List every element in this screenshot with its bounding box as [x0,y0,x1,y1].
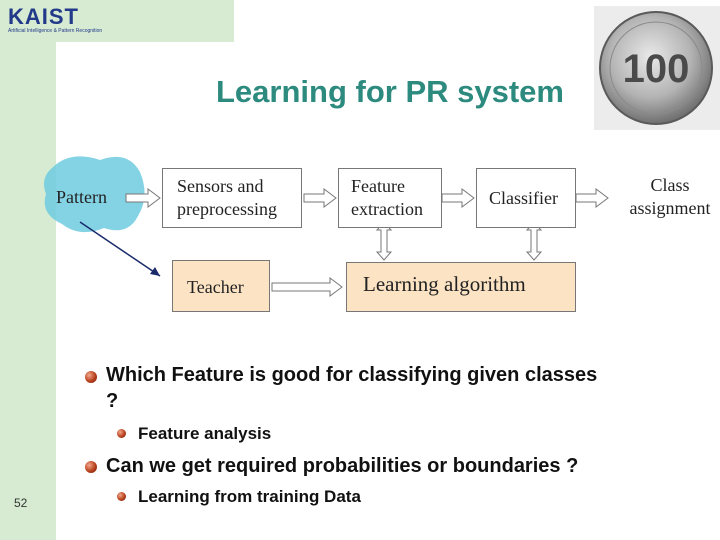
kaist-logo: KAIST Artificial Intelligence & Pattern … [8,4,103,38]
left-accent-bar [0,0,56,540]
sub-bullet-icon [117,429,126,438]
bullet-1-line-2: ? [106,390,119,412]
learning-box: Learning algorithm [346,262,576,312]
feature-line-2: extraction [351,199,423,219]
sub-bullet-icon [117,492,126,501]
pattern-label: Pattern [56,187,107,207]
svg-text:100: 100 [623,47,690,91]
pattern-blob [44,156,145,233]
bullet-1-text: Which Feature is good for classifying gi… [106,362,706,414]
classifier-box: Classifier [476,168,576,228]
teacher-label: Teacher [187,277,244,297]
feature-line-1: Feature [351,176,405,196]
sub-bullet-1-text: Feature analysis [138,424,272,443]
teacher-box: Teacher [172,260,270,312]
slide-title: Learning for PR system [216,74,564,109]
bullet-icon [85,461,97,473]
class-assignment-line-1: Class [650,175,690,195]
arrow-pattern-sensors [125,188,161,208]
class-assignment-label: Class assignment [620,174,720,220]
logo-wordmark: KAIST [8,4,79,29]
sensors-box: Sensors and preprocessing [162,168,302,228]
bullet-2-text: Can we get required probabilities or bou… [106,455,579,477]
top-accent-bar [0,0,234,42]
bullet-icon [85,371,97,383]
sensors-line-2: preprocessing [177,199,277,219]
arrow-classifier-assignment [575,188,609,208]
classifier-label: Classifier [489,188,558,208]
feature-box: Feature extraction [338,168,442,228]
bullet-1-line-1: Which Feature is good for classifying gi… [106,364,598,386]
learning-label: Learning algorithm [363,272,526,296]
sensors-line-1: Sensors and [177,176,264,196]
arrow-feature-classifier [441,188,475,208]
arrow-classifier-learning [525,221,543,261]
arrow-teacher-learning [271,277,343,297]
page-number: 52 [14,496,28,510]
arrow-sensors-feature [303,188,337,208]
logo-subtitle: Artificial Intelligence & Pattern Recogn… [8,28,103,34]
arrow-pattern-teacher [79,221,161,277]
coin-graphic: 100 [599,11,713,125]
arrow-feature-learning [375,221,393,261]
sub-bullet-2-text: Learning from training Data [138,487,361,506]
coin-image: 100 [594,6,720,130]
class-assignment-line-2: assignment [629,198,711,218]
